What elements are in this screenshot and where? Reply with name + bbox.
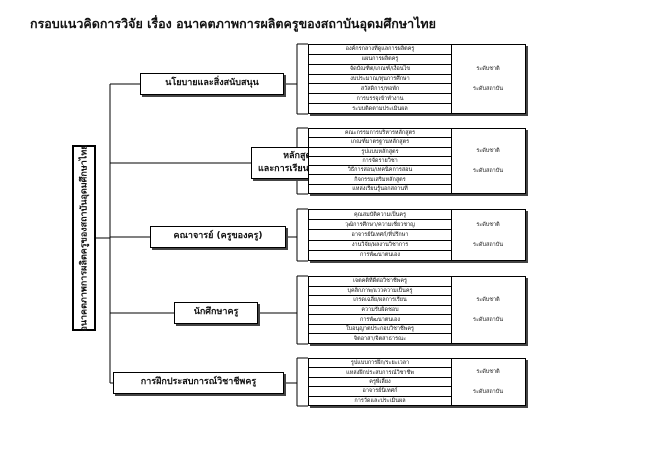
level-national: ระดับชาติ — [476, 148, 500, 154]
root-node: อนาคตภาพการผลิตครูของสถาบันอุดมศึกษาไทย — [72, 144, 96, 332]
list-item: คณะกรรมการบริหารหลักสูตร — [309, 129, 451, 139]
list-item: คุณสมบัติความเป็นครู — [309, 210, 451, 221]
list-item: งบประมาณ/ทุนการศึกษา — [309, 75, 451, 85]
level-national: ระดับชาติ — [476, 222, 500, 228]
category-student: นักศึกษาครู — [174, 302, 258, 324]
level-institution: ระดับสถาบัน — [473, 242, 503, 248]
level-institution: ระดับสถาบัน — [473, 86, 503, 92]
diagram-title: กรอบแนวคิดการวิจัย เรื่อง อนาคตภาพการผลิ… — [30, 16, 436, 31]
level-institution: ระดับสถาบัน — [473, 389, 503, 395]
list-item: งานวิจัย/ผลงานวิชาการ — [309, 241, 451, 251]
panel-policy: องค์กรกลางที่ดูแลการผลิตครู แผนการผลิตคร… — [308, 44, 526, 114]
list-item: รูปแบบการฝึก/ระยะเวลา — [309, 359, 451, 369]
category-faculty: คณาจารย์ (ครูของครู) — [150, 226, 286, 248]
panel-curriculum: คณะกรรมการบริหารหลักสูตร เกณฑ์มาตรฐานหลั… — [308, 128, 526, 194]
list-item: เจตคติที่ดีต่อวิชาชีพครู — [309, 277, 451, 287]
list-item: บุคลิกภาพ/แววความเป็นครู — [309, 287, 451, 297]
panel-student: เจตคติที่ดีต่อวิชาชีพครู บุคลิกภาพ/แววคว… — [308, 276, 526, 344]
category-label: หลักสูตร — [283, 150, 317, 161]
list-item: องค์กรกลางที่ดูแลการผลิตครู — [309, 45, 451, 55]
list-item: อาจารย์นิเทศก์ — [309, 387, 451, 397]
level-national: ระดับชาติ — [476, 369, 500, 375]
level-national: ระดับชาติ — [476, 297, 500, 303]
list-item: วิธีการสอน/เทคนิคการสอน — [309, 166, 451, 176]
category-label-line2: และการเรียนการสอน — [258, 164, 342, 174]
level-national: ระดับชาติ — [476, 66, 500, 72]
category-label: นโยบายและสิ่งสนับสนุน — [165, 78, 259, 89]
list-item: สวัสดิการ/ทอพัก — [309, 84, 451, 95]
panel-practicum: รูปแบบการฝึก/ระยะเวลา แหล่งฝึกประสบการณ์… — [308, 358, 526, 406]
list-item: วุฒิการศึกษา/ความเชี่ยวชาญ — [309, 220, 451, 231]
category-label: นักศึกษาครู — [193, 307, 239, 318]
list-item: ครูพี่เลี้ยง — [309, 378, 451, 388]
list-item: ระบบติดตามประเมินผล — [352, 105, 408, 112]
list-item: อาจารย์นิเทศก์/ที่ปรึกษา — [309, 230, 451, 241]
list-item: แหล่งฝึกประสบการณ์วิชาชีพ — [309, 368, 451, 378]
list-item: จิตอาสา/จิตสาธารณะ — [353, 335, 407, 342]
list-item: การจัดรายวิชา — [309, 157, 451, 167]
list-item: เกรดเฉลี่ย/ผลการเรียน — [309, 296, 451, 306]
list-item: เกณฑ์มาตรฐานหลักสูตร — [309, 138, 451, 148]
list-item: ความรับผิดชอบ — [309, 306, 451, 316]
list-item: การพัฒนาตนเอง — [309, 315, 451, 325]
category-policy: นโยบายและสิ่งสนับสนุน — [140, 73, 284, 95]
list-item: กิจกรรมเสริมหลักสูตร — [309, 175, 451, 185]
category-label: การฝึกประสบการณ์วิชาชีพครู — [140, 377, 257, 388]
list-item: แผนการผลิตครู — [309, 55, 451, 65]
list-item: แหล่งเรียนรู้นอกสถานที่ — [352, 185, 408, 192]
panel-faculty: คุณสมบัติความเป็นครู วุฒิการศึกษา/ความเช… — [308, 209, 526, 261]
list-item: จัดบัณฑิต/เกณฑ์/เงื่อนไข — [309, 65, 451, 75]
level-institution: ระดับสถาบัน — [473, 317, 503, 323]
level-institution: ระดับสถาบัน — [473, 168, 503, 174]
list-item: ใบอนุญาตประกอบวิชาชีพครู — [309, 325, 451, 335]
list-item: การบรรจุเข้าทำงาน — [309, 94, 451, 105]
list-item: การพัฒนาตนเอง — [359, 252, 400, 259]
list-item: รูปแบบหลักสูตร — [309, 148, 451, 157]
category-practicum: การฝึกประสบการณ์วิชาชีพครู — [113, 372, 284, 394]
root-label: อนาคตภาพการผลิตครูของสถาบันอุดมศึกษาไทย — [80, 144, 91, 332]
category-label: คณาจารย์ (ครูของครู) — [173, 231, 263, 242]
list-item: การวัดและประเมินผล — [354, 397, 406, 404]
